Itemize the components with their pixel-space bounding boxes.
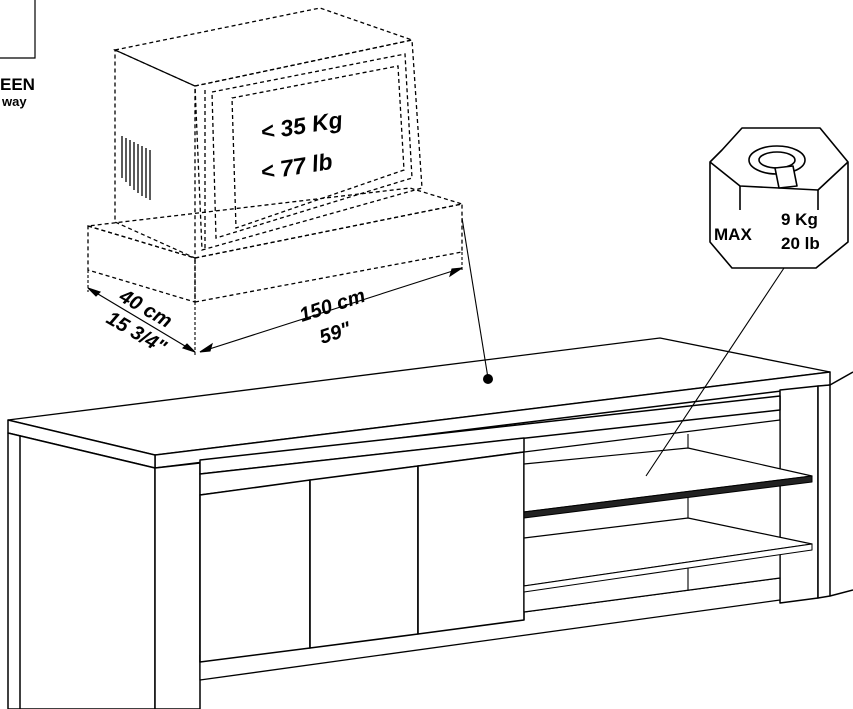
tv-placement-guide: [87, 7, 463, 303]
cabinet-door-1: [199, 479, 311, 663]
tv-vent-grille: [121, 136, 151, 200]
tv-leader-line: [461, 217, 493, 384]
cabinet-upper-rail: [199, 395, 781, 475]
tv-side: [114, 48, 196, 260]
corner-label-line1: EEN: [0, 75, 35, 94]
cabinet-door-2: [309, 465, 419, 649]
tv-weight-lb: < 77 lb: [259, 148, 334, 185]
footprint-top: [87, 187, 463, 259]
cabinet-right-side: [817, 384, 831, 599]
tv-weight-kg: < 35 Kg: [259, 106, 345, 145]
cabinet-left-side: [7, 432, 156, 709]
weight-icon: [709, 127, 849, 269]
footprint-front: [87, 225, 196, 303]
middle-shelf-edge: [523, 475, 813, 519]
tv-screen-inner: [231, 65, 405, 229]
shelf-max-label: MAX: [714, 225, 752, 244]
tv-top: [112, 7, 415, 87]
length-in-label: 59": [317, 318, 354, 349]
corner-fragment: EEN way: [0, 0, 36, 109]
shelf-leader-line: [645, 267, 785, 477]
cabinet-right-leg: [779, 385, 819, 604]
tv-cabinet: [7, 337, 853, 709]
shelf-weight-kg: 9 Kg: [781, 210, 818, 229]
length-cm-label: 150 cm: [297, 285, 368, 327]
tv-front: [194, 39, 423, 251]
shelf-weight-lb: 20 lb: [781, 234, 820, 253]
lower-shelf-edge: [523, 543, 813, 593]
footprint-right: [194, 203, 463, 303]
tv-anchor-dot: [483, 374, 493, 384]
corner-label-line2: way: [1, 94, 27, 109]
dimension-lines: [87, 252, 463, 356]
cabinet-left-leg: [154, 462, 201, 709]
cabinet-door-3: [417, 451, 525, 635]
tv-screen-outer: [211, 53, 413, 239]
